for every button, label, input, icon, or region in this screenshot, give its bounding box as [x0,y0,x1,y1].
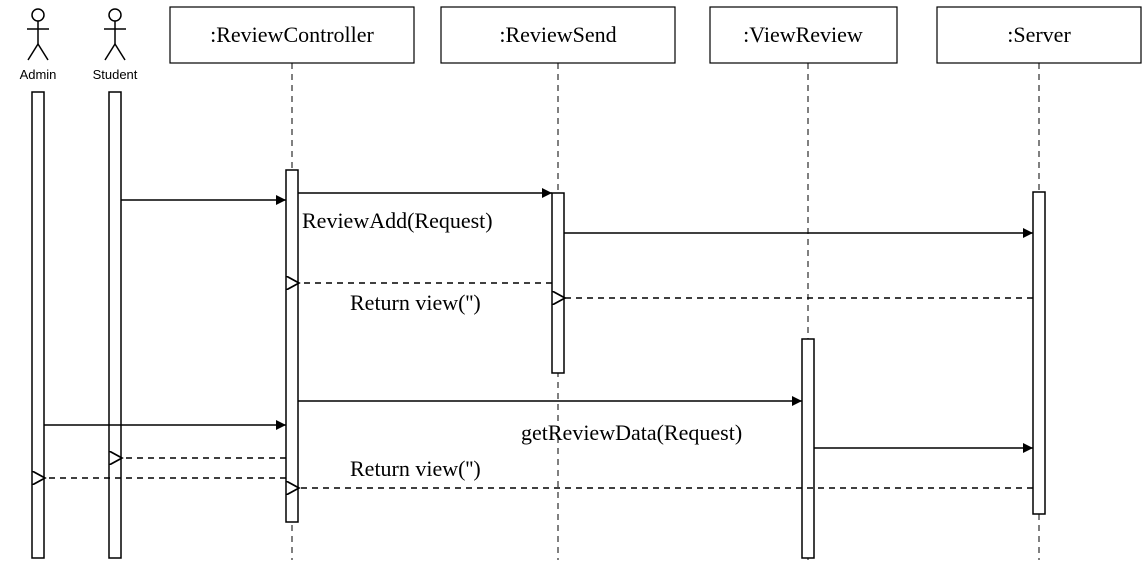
object-view-review: :ViewReview [709,6,898,64]
object-label: :ReviewSend [499,22,616,47]
activation-review-send [551,192,565,374]
object-review-controller: :ReviewController [169,6,415,64]
actor-admin: Admin [20,8,57,82]
message-label-review-add: ReviewAdd(Request) [302,208,493,233]
activation-server [1032,191,1046,515]
message-label-return-view-1: Return view('') [350,290,481,315]
object-review-send: :ReviewSend [440,6,676,64]
object-label: :Server [1007,22,1071,47]
stick-figure-icon [27,8,49,61]
activation-student [108,91,122,559]
actor-student: Student [93,8,138,82]
actor-label: Student [93,67,138,82]
object-label: :ViewReview [743,22,863,47]
stick-figure-icon [104,8,126,61]
message-label-return-view-2: Return view('') [350,456,481,481]
activation-admin [31,91,45,559]
object-label: :ReviewController [210,22,374,47]
activation-view-review [801,338,815,559]
activation-review-controller [285,169,299,523]
object-server: :Server [936,6,1142,64]
message-label-get-review-data: getReviewData(Request) [521,420,742,445]
actor-label: Admin [20,67,57,82]
